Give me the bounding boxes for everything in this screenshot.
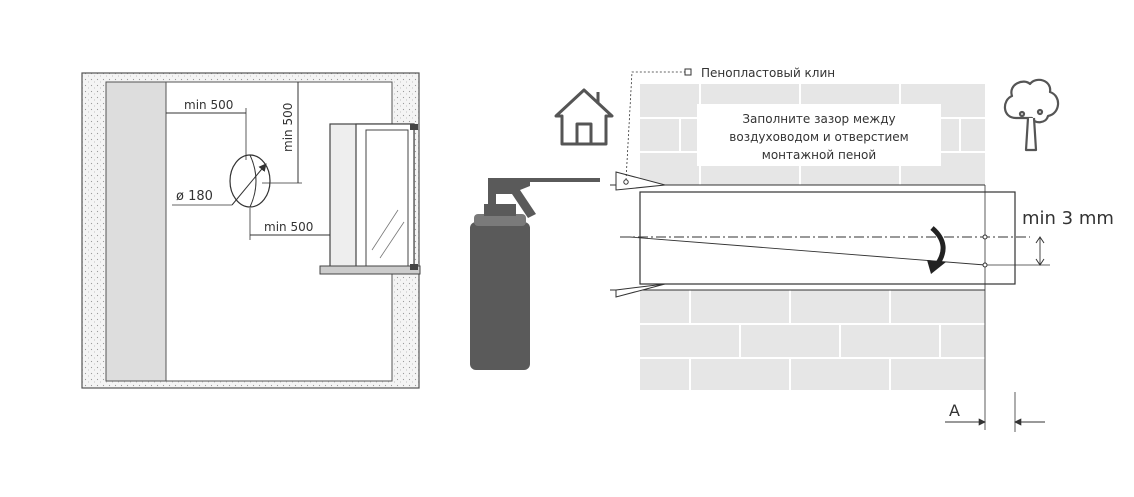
spray-nozzle (530, 178, 600, 182)
diameter-label: ø 180 (176, 189, 213, 204)
wedge-label: Пенопластовый клин (701, 66, 835, 80)
tree-icon (1003, 78, 1060, 152)
instruction-line-2: воздуховодом и отверстием (729, 130, 908, 144)
foam-wedge-bottom (615, 283, 666, 298)
house-icon (554, 88, 614, 146)
instruction-box (697, 104, 941, 166)
duct (639, 191, 1016, 285)
plan-view: min 500 min 500 ø 180 min 500 (81, 72, 421, 389)
dim-vertical-label: min 500 (281, 103, 295, 152)
foam-wedge-top (615, 171, 666, 191)
can-body (470, 222, 530, 370)
brick-lines-lower (640, 290, 985, 390)
duct-hole (229, 154, 271, 208)
wall-lower (640, 290, 985, 390)
spray-trigger (488, 178, 536, 218)
a-label: A (949, 401, 960, 420)
instruction-line-1: Заполните зазор между (742, 112, 895, 126)
wall-section: Заполните зазор между воздуховодом и отв… (610, 66, 1114, 432)
instruction-line-3: монтажной пеной (762, 148, 876, 162)
wall-column (105, 81, 167, 382)
wedge-leader (625, 71, 686, 181)
axis-sloped (629, 236, 986, 266)
slope-label: min 3 mm (1022, 208, 1114, 229)
dim-top-label: min 500 (184, 98, 233, 112)
foam-spray-can (470, 178, 600, 370)
dim-bottom-label: min 500 (264, 220, 313, 234)
window (319, 123, 421, 275)
